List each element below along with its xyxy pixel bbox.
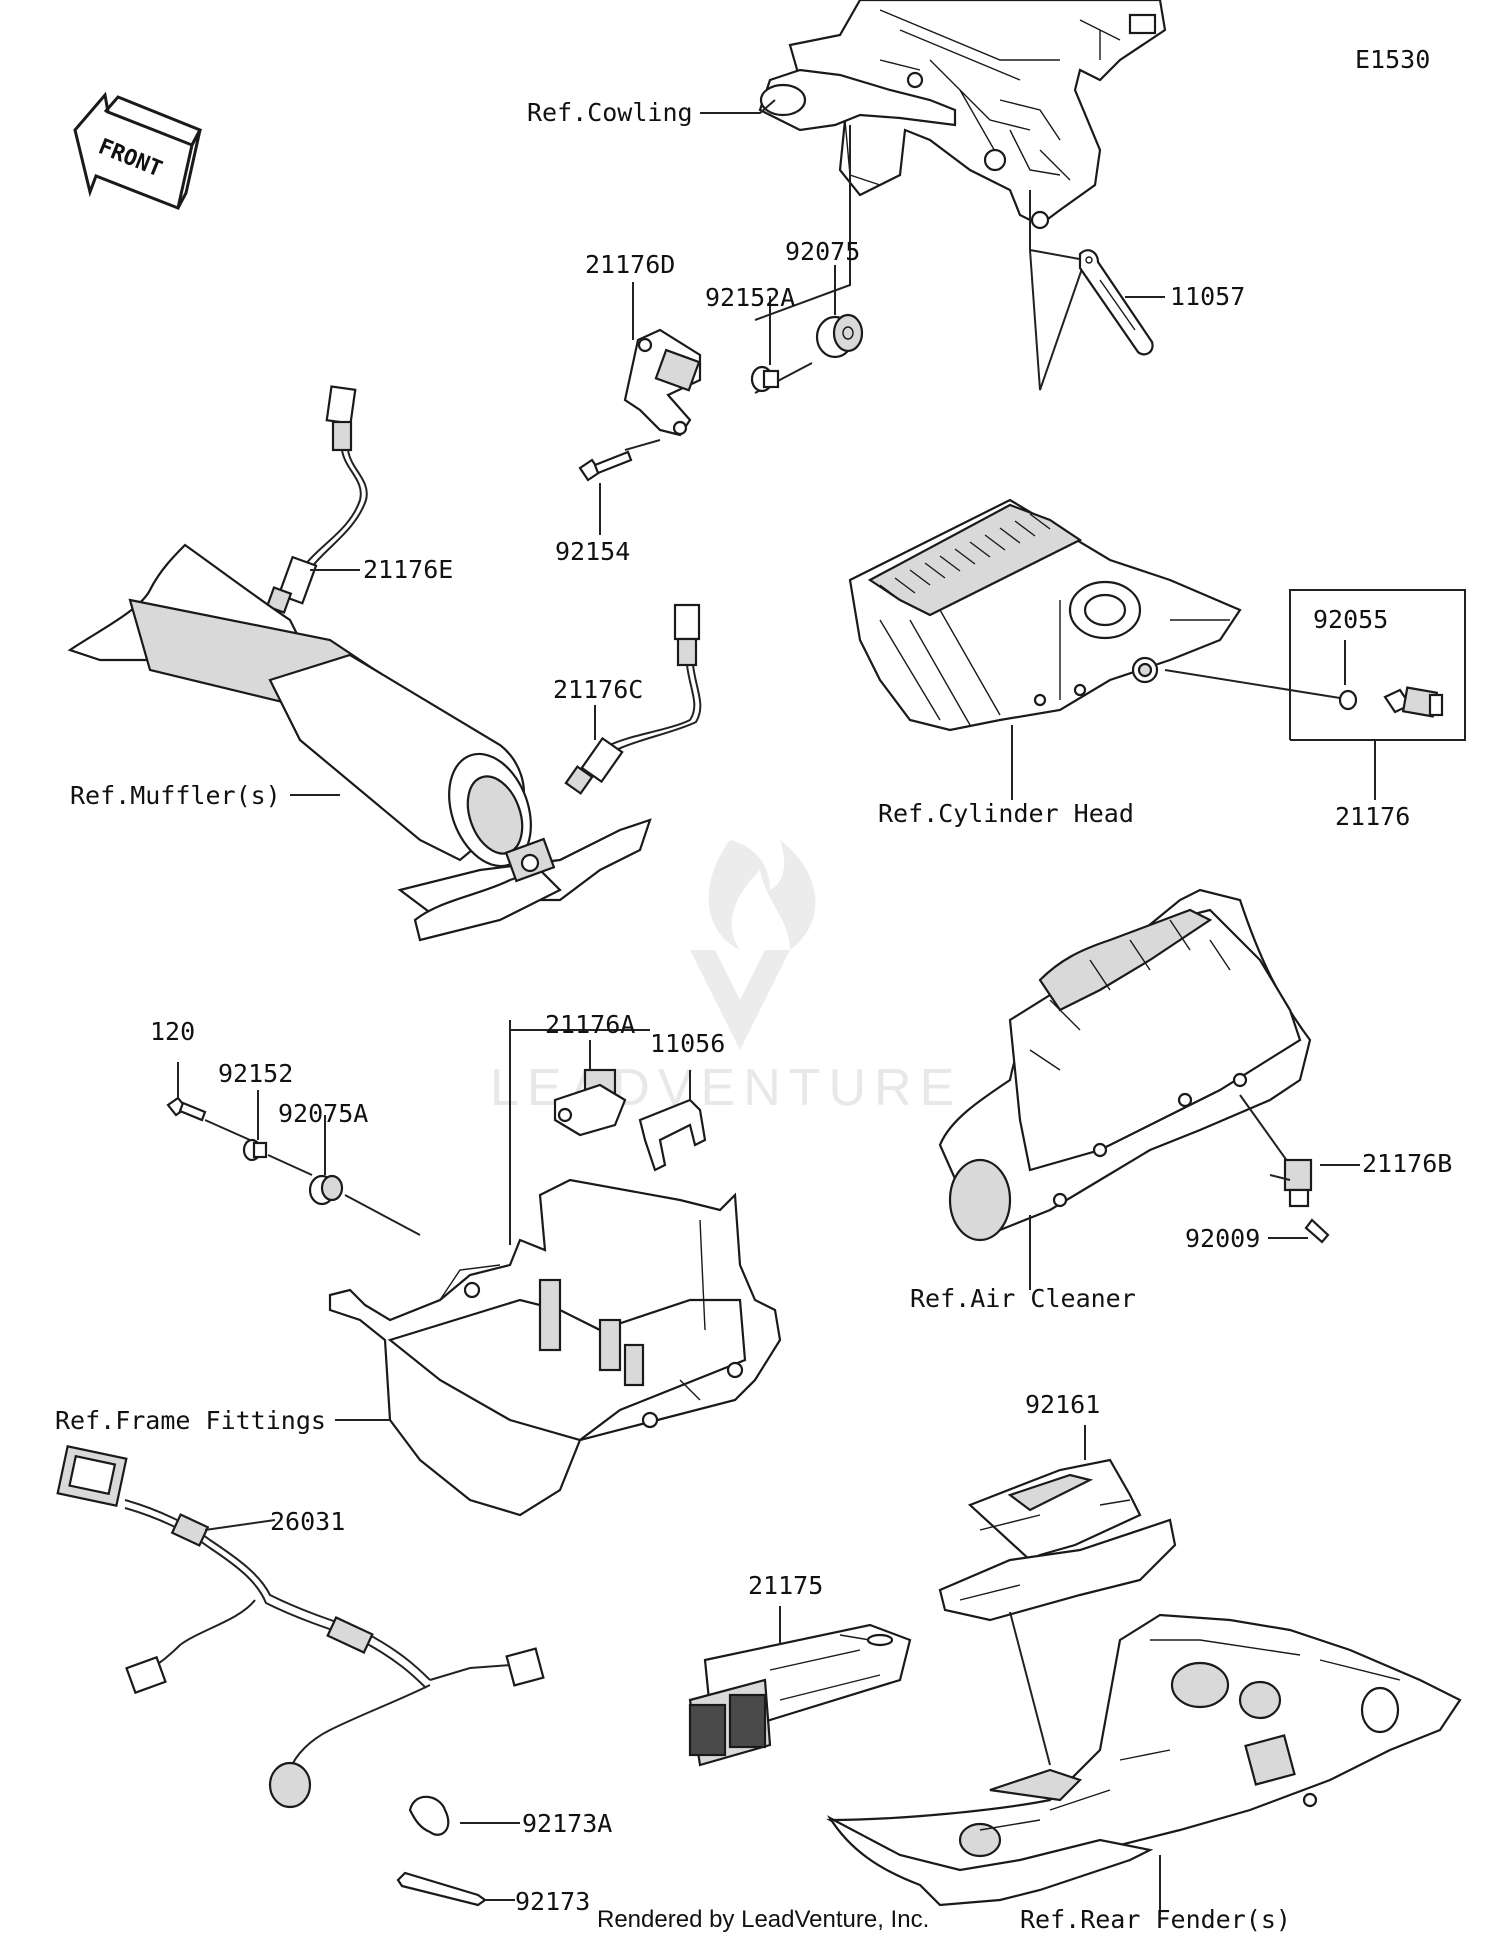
- label-21176D: 21176D: [585, 250, 675, 279]
- part-92173: [396, 1871, 487, 1907]
- label-21176C: 21176C: [553, 675, 643, 704]
- cowling-bracket: [758, 0, 1167, 230]
- label-ref-air-cleaner: Ref.Air Cleaner: [910, 1284, 1136, 1313]
- label-ref-mufflers: Ref.Muffler(s): [70, 781, 281, 810]
- part-21176D: [623, 328, 702, 437]
- part-92173A: [408, 1795, 450, 1836]
- label-11057: 11057: [1170, 282, 1245, 311]
- label-92161: 92161: [1025, 1390, 1100, 1419]
- part-26031: [56, 1444, 545, 1809]
- label-92075: 92075: [785, 237, 860, 266]
- part-92161: [938, 1458, 1177, 1622]
- label-ref-frame-fittings: Ref.Frame Fittings: [55, 1406, 326, 1435]
- part-21176E: [265, 385, 368, 614]
- part-11056: [638, 1098, 707, 1172]
- label-ref-rear-fenders: Ref.Rear Fender(s): [1020, 1905, 1291, 1934]
- part-92075: [815, 313, 864, 359]
- label-21175: 21175: [748, 1571, 823, 1600]
- label-92173: 92173: [515, 1887, 590, 1916]
- front-arrow-icon: FRONT: [73, 91, 203, 211]
- part-21175: [688, 1623, 912, 1767]
- part-92075A: [308, 1174, 344, 1206]
- label-21176E: 21176E: [363, 555, 453, 584]
- label-21176A: 21176A: [545, 1010, 635, 1039]
- label-ref-cylinder-head: Ref.Cylinder Head: [878, 799, 1134, 828]
- part-21176C: [564, 603, 702, 795]
- part-120: [166, 1096, 207, 1122]
- label-92075A: 92075A: [278, 1099, 368, 1128]
- label-120: 120: [150, 1017, 195, 1046]
- part-92154: [578, 450, 633, 482]
- label-26031: 26031: [270, 1507, 345, 1536]
- label-92154: 92154: [555, 537, 630, 566]
- muffler: [67, 543, 652, 942]
- rear-fender: [826, 1613, 1462, 1907]
- label-ref-cowling: Ref.Cowling: [527, 98, 693, 127]
- label-92009: 92009: [1185, 1224, 1260, 1253]
- label-11056: 11056: [650, 1029, 725, 1058]
- footer-credit: Rendered by LeadVenture, Inc.: [597, 1906, 929, 1933]
- part-11057: [1078, 249, 1154, 356]
- label-92173A: 92173A: [522, 1809, 612, 1838]
- part-92152A: [750, 365, 780, 393]
- cylinder-head: [848, 498, 1242, 732]
- part-21176: [1383, 686, 1444, 718]
- label-21176: 21176: [1335, 802, 1410, 831]
- label-92152: 92152: [218, 1059, 293, 1088]
- part-21176-bracket: [1289, 589, 1466, 741]
- part-21176B: [1269, 1158, 1313, 1208]
- label-92152A: 92152A: [705, 283, 795, 312]
- frame-fittings: [328, 1178, 782, 1517]
- part-92152: [242, 1138, 268, 1162]
- part-92055: [1338, 689, 1358, 711]
- diagram-code: E1530: [1355, 45, 1430, 74]
- air-cleaner: [938, 888, 1312, 1242]
- label-92055: 92055: [1313, 605, 1388, 634]
- label-21176B: 21176B: [1362, 1149, 1452, 1178]
- watermark: LEADVENTURE: [490, 840, 954, 1117]
- part-21176A: [553, 1068, 627, 1137]
- part-92009: [1304, 1218, 1330, 1244]
